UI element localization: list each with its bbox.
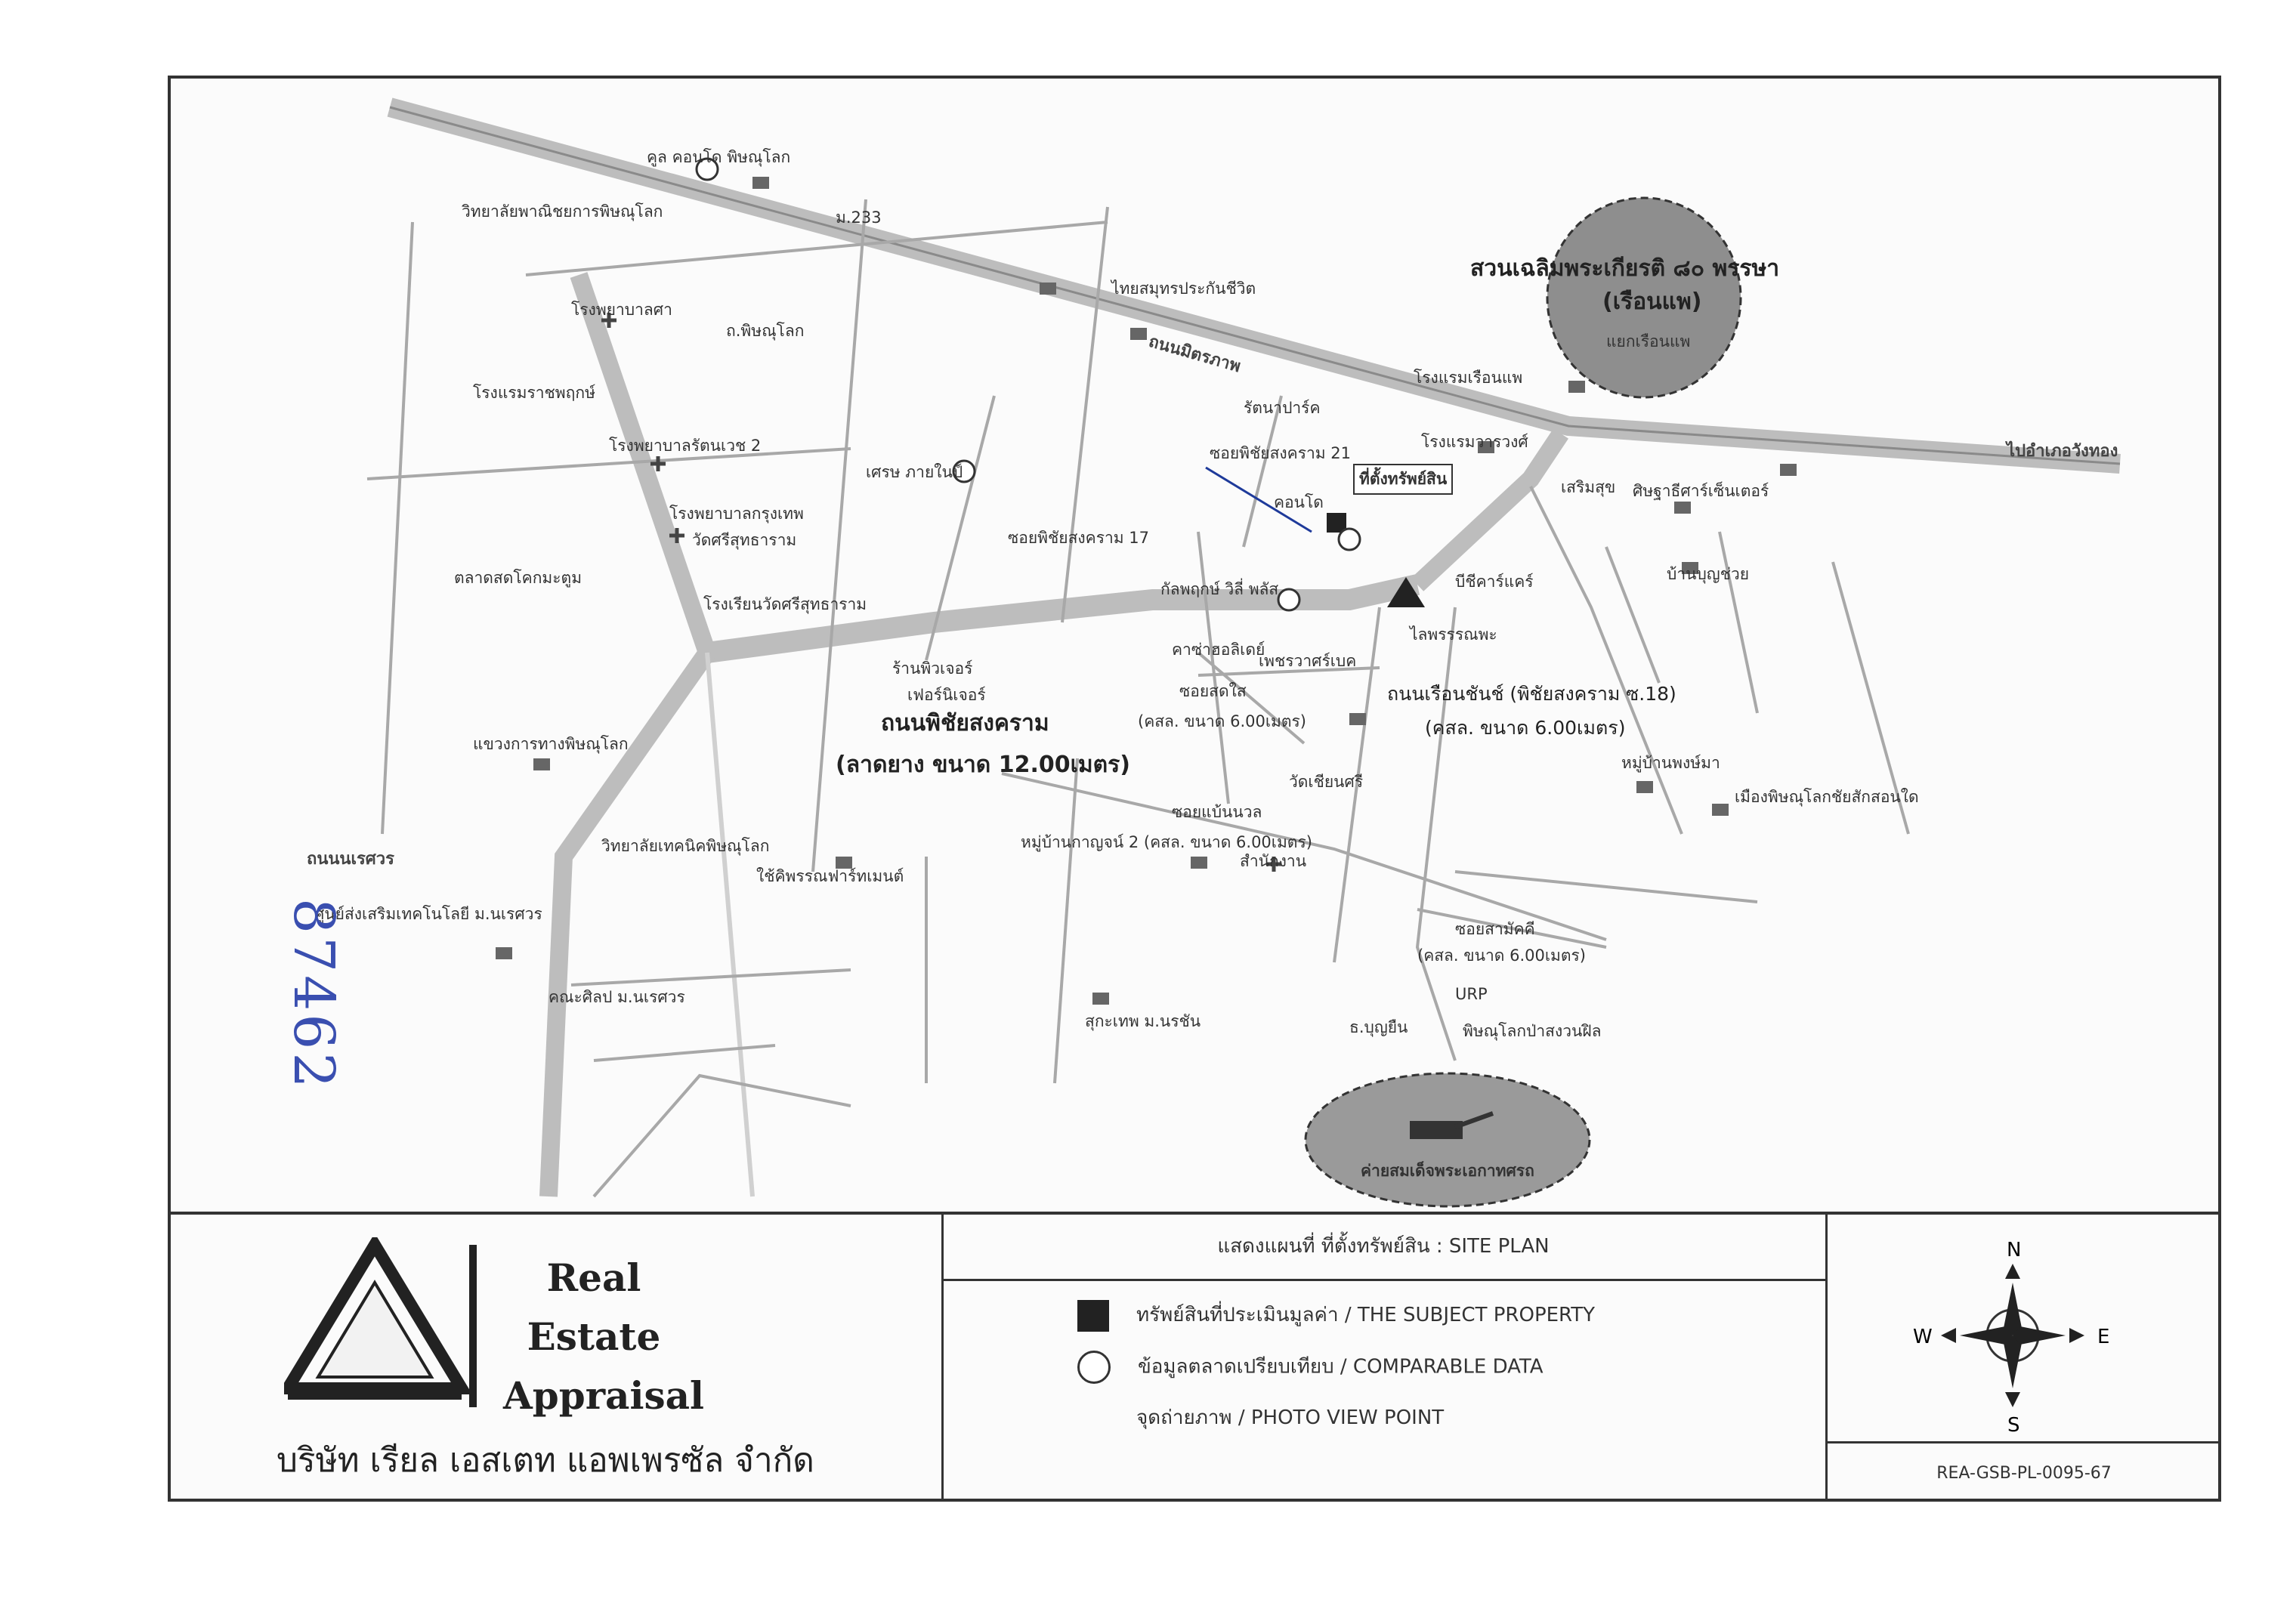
compass-n: N [2007,1239,2021,1261]
logo-line: Appraisal [503,1373,704,1418]
north-arrow-box: N S W E REA-GSB-PL-0095-67 [1825,1215,2220,1502]
compass-e: E [2097,1326,2109,1348]
map-label: ซอยสามัคคี [1455,920,1535,938]
map-label: โรงแรมเรือนแพ [1414,369,1523,387]
map-label: กัลพฤกษ์ วิลี่ พลัส [1160,580,1279,598]
map-label: วิทยาลัยเทคนิคพิษณุโลก [601,837,770,855]
photo-point-icon [1077,1403,1109,1434]
map-label: ถนนนเรศวร [307,850,394,869]
map-label: สำนักงาน [1240,852,1307,870]
compass-s: S [2007,1414,2020,1437]
map-label: เมืองพิษณุโลกชัยสักสอนใด [1735,788,1919,806]
site-plan-frame: สวนเฉลิมพระเกียรติ ๘๐ พรรษา (เรือนแพ) แย… [168,76,2221,1502]
site-plan-footer: Real Estate Appraisal บริษัท เรียล เอสเต… [171,1212,2220,1502]
plan-title: แสดงแผนที่ ที่ตั้งทรัพย์สิน : SITE PLAN [941,1215,1825,1281]
map-label: คณะศิลป ม.นเรศวร [549,988,685,1006]
map-label: วิทยาลัยพาณิชยการพิษณุโลก [462,202,663,221]
map-label: ไทยสมุทรประกันชีวิต [1111,279,1256,298]
company-logo-box: Real Estate Appraisal บริษัท เรียล เอสเต… [171,1215,944,1502]
legend-item-subject: ทรัพย์สินที่ประเมินมูลค่า / THE SUBJECT … [1077,1299,1595,1332]
map-label: โรงแรมราชพฤกษ์ [473,384,595,402]
filled-square-icon [1077,1299,1109,1332]
handwritten-number: 87462 [281,898,346,1091]
logo-line: Real [546,1255,641,1300]
map-label: ซอยสดใส [1179,682,1247,700]
map-label: แขวงการทางพิษณุโลก [473,735,629,753]
map-label: หมู่บ้านกาญจน์ 2 (คสล. ขนาด 6.00เมตร) [1021,833,1312,851]
map-label: ศิษฐาธีศาร์เซ็นเตอร์ [1633,482,1769,500]
map-drawing [366,97,2121,1208]
map-label: เฟอร์นิเจอร์ [907,686,986,704]
triangle-logo-icon [284,1237,477,1407]
map-label: ม.233 [836,208,882,227]
legend-text: จุดถ่ายภาพ / PHOTO VIEW POINT [1136,1406,1445,1429]
map-label: บีชีคาร์แคร์ [1455,573,1534,591]
map-label: คูล คอนโด พิษณุโลก [647,148,791,166]
park-sub-label: (เรือนแพ) [1602,289,1702,315]
circle-icon [1077,1351,1111,1384]
park-label: สวนเฉลิมพระเกียรติ ๘๐ พรรษา [1470,255,1780,282]
logo-line: Estate [527,1314,661,1359]
map-label: ถ.พิษณุโลก [726,322,805,340]
map-label: วัดเชียนศรี [1289,773,1364,791]
park-junction-label: แยกเรือนแพ [1606,332,1691,350]
map-label: เพชรวาศร์เบค [1259,652,1357,670]
logo-wordmark: Real Estate Appraisal [503,1249,704,1425]
map-label: URP [1455,985,1488,1003]
legend-text: ข้อมูลตลาดเปรียบเทียบ / COMPARABLE DATA [1138,1355,1544,1379]
company-name: บริษัท เรียล เอสเตท แอพเพรซัล จำกัด [277,1441,814,1480]
legend-item-photo: จุดถ่ายภาพ / PHOTO VIEW POINT [1077,1402,1444,1434]
right-road-label: ไปอำเภอวังทอง [2007,442,2118,461]
map-label: บ้านบุญช่วย [1667,565,1750,583]
main-road-spec: (ลาดยาง ขนาด 12.00เมตร) [836,752,1130,778]
map-label: รัตนาปาร์ค [1244,399,1321,417]
map-label: คาซ่าฮอลิเดย์ [1172,641,1265,659]
map-label: ใช้คิพรรณฟาร์ทเมนต์ [756,867,904,885]
map-label: สุกะเทพ ม.นรชัน [1085,1012,1201,1030]
map-label: ซอยแบ้นนวล [1172,803,1262,821]
map-label: ซอยพิชัยสงคราม 17 [1008,529,1150,547]
map-label: วัดศรีสุทธาราม [692,531,797,549]
compass-icon: N S W E [1913,1239,2109,1437]
map-label: ไลพรรรณพะ [1410,625,1497,644]
compass-w: W [1913,1326,1933,1348]
map-label: เศรษ ภายในป์ [866,463,963,481]
map-label: คอนโด [1274,493,1324,511]
map-label: ร้านพิวเจอร์ [892,659,973,678]
map-label: โรงแรมวารวงศ์ [1421,433,1528,451]
map-label: ตลาดสดโคกมะตูม [454,569,582,587]
side-road-spec: (คสล. ขนาด 6.00เมตร) [1425,717,1626,739]
camp-label: ค่ายสมเด็จพระเอกาทศรถ [1361,1162,1534,1180]
map-label: เสริมสุข [1561,478,1616,496]
map-label: (คสล. ขนาด 6.00เมตร) [1138,712,1306,730]
map-label: โรงพยาบาลรัตนเวช 2 [609,437,762,455]
map-label: โรงพยาบาลกรุงเทพ [669,505,804,523]
map-label: ธ.บุญยืน [1349,1018,1408,1036]
main-road-name: ถนนพิชัยสงคราม [881,710,1049,736]
legend-item-comparable: ข้อมูลตลาดเปรียบเทียบ / COMPARABLE DATA [1077,1351,1544,1384]
map-label: หมู่บ้านพงษ์มา [1621,754,1720,772]
map-label: โรงเรียนวัดศรีสุทธาราม [703,595,867,613]
subject-property-label: ที่ตั้งทรัพย์สิน [1353,464,1454,495]
map-label: (คสล. ขนาด 6.00เมตร) [1417,946,1586,965]
map-label: ศูนย์ส่งเสริมเทคโนโลยี ม.นเรศวร [314,905,542,923]
map-label: ซอยพิชัยสงคราม 21 [1210,444,1352,462]
map-label: โรงพยาบาลศา [571,301,672,319]
side-road-name: ถนนเรือนชันช์ (พิชัยสงคราม ซ.18) [1387,683,1676,705]
map-label: พิษณุโลกป่าสงวนฝิล [1463,1022,1602,1040]
legend-text: ทรัพย์สินที่ประเมินมูลค่า / THE SUBJECT … [1136,1304,1595,1326]
document-reference: REA-GSB-PL-0095-67 [1828,1441,2220,1504]
map-area: สวนเฉลิมพระเกียรติ ๘๐ พรรษา (เรือนแพ) แย… [171,79,2218,1212]
legend-box: แสดงแผนที่ ที่ตั้งทรัพย์สิน : SITE PLAN … [941,1215,1825,1502]
